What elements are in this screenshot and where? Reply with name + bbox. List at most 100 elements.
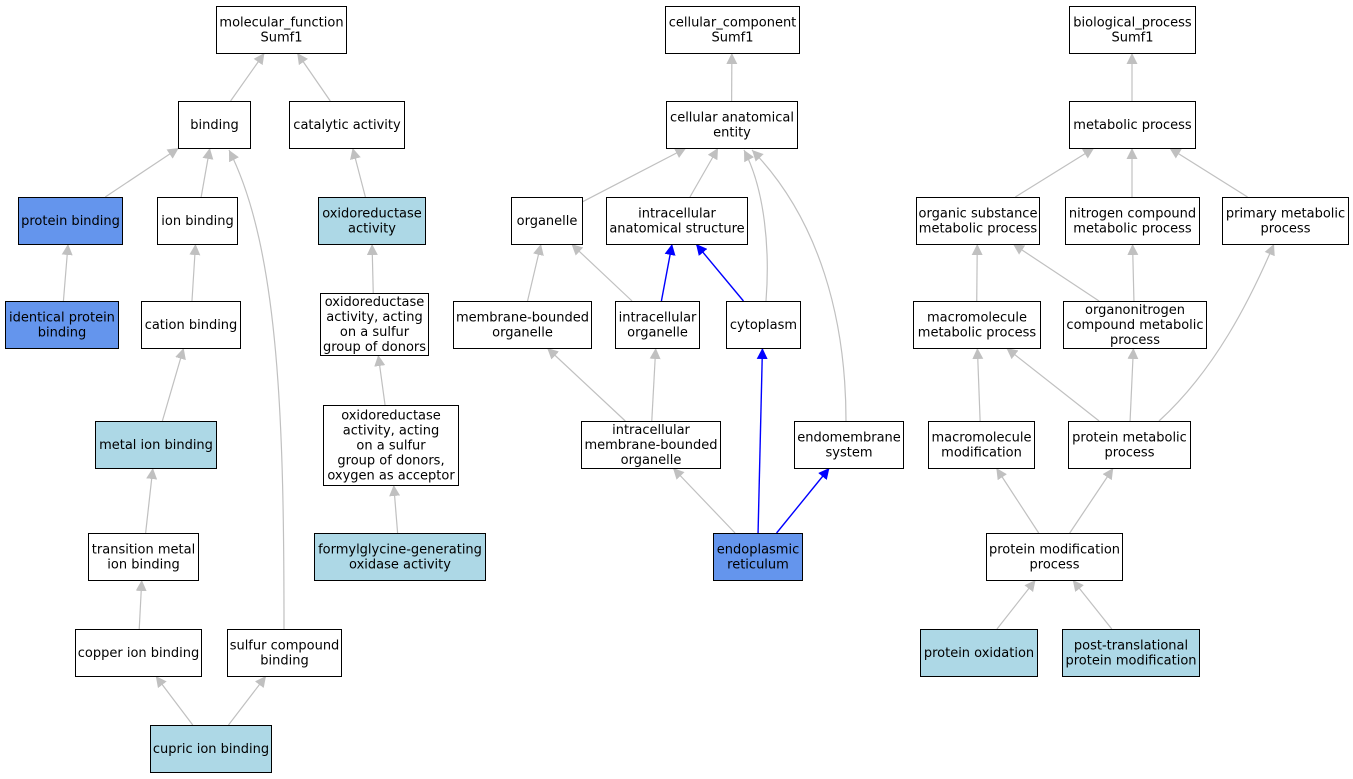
node-label-line: Sumf1 xyxy=(260,31,302,46)
node-label-line: organelle xyxy=(627,326,688,341)
node-label-line: cytoplasm xyxy=(730,318,797,333)
node-label-line: protein metabolic xyxy=(1072,431,1187,446)
node-label-line: molecular_function xyxy=(219,16,343,31)
node-box xyxy=(913,301,1041,349)
node-label-line: identical protein xyxy=(9,311,115,326)
node-label-line: cellular anatomical xyxy=(670,111,794,126)
node-cation-binding[interactable]: cation binding xyxy=(141,301,241,349)
node-box xyxy=(726,301,801,349)
node-box xyxy=(1222,197,1349,245)
node-box xyxy=(1068,421,1191,469)
node-label-line: organelle xyxy=(492,326,553,341)
node-ion-binding[interactable]: ion binding xyxy=(157,197,238,245)
node-label-line: cation binding xyxy=(145,318,238,333)
node-box xyxy=(157,197,238,245)
edge-protein_metabolic-to-oncmp xyxy=(1127,347,1139,422)
edge-pmod-to-mm xyxy=(995,467,1040,534)
node-label-line: activity, acting xyxy=(326,310,423,325)
edge-cupric_ion-to-copper_ion xyxy=(155,675,194,726)
node-label-line: metal ion binding xyxy=(99,438,213,453)
node-label-line: system xyxy=(826,446,873,461)
edge-organelle-to-cae xyxy=(581,147,687,203)
node-box xyxy=(150,725,272,773)
node-label-line: nitrogen compound xyxy=(1069,207,1196,222)
node-label-line: intracellular xyxy=(638,207,716,222)
node-box xyxy=(320,293,429,356)
node-label-line: copper ion binding xyxy=(78,646,199,661)
node-label-line: metabolic process xyxy=(918,326,1037,341)
node-metabolic[interactable]: metabolic process xyxy=(1069,101,1196,149)
node-box xyxy=(511,197,583,245)
node-label-line: process xyxy=(1110,333,1160,348)
edge-er-to-imbo xyxy=(672,467,736,534)
node-box xyxy=(1063,301,1207,349)
node-binding[interactable]: binding xyxy=(178,101,251,149)
node-protein-binding[interactable]: protein binding xyxy=(18,197,123,245)
edge-endomembrane-to-cae xyxy=(751,149,847,422)
node-prot-oxidation[interactable]: protein oxidation xyxy=(920,629,1038,677)
node-label-line: cupric ion binding xyxy=(153,742,269,757)
edges-layer xyxy=(61,52,1275,726)
node-cytoplasm[interactable]: cytoplasm xyxy=(726,301,801,349)
node-catalytic[interactable]: catalytic activity xyxy=(289,101,405,149)
node-label-line: oxidoreductase xyxy=(322,207,422,222)
node-label-line: protein oxidation xyxy=(924,646,1034,661)
node-label-line: oxidase activity xyxy=(349,558,451,573)
node-box xyxy=(713,533,803,581)
node-label-line: endoplasmic xyxy=(717,543,799,558)
node-box xyxy=(323,405,459,486)
node-box xyxy=(18,197,123,245)
edge-protein_binding-to-binding xyxy=(104,147,180,198)
node-label-line: organelle xyxy=(621,453,682,468)
edge-prot_oxidation-to-pmod xyxy=(996,579,1036,630)
edge-pmp-to-metabolic xyxy=(1169,147,1248,198)
node-box xyxy=(1069,101,1196,149)
node-box xyxy=(665,6,800,54)
node-label-line: membrane-bounded xyxy=(456,311,589,326)
node-metal-ion[interactable]: metal ion binding xyxy=(95,421,217,469)
node-box xyxy=(1062,629,1200,677)
node-label-line: formylglycine-generating xyxy=(318,543,482,558)
node-label-line: Sumf1 xyxy=(711,31,753,46)
node-box xyxy=(986,533,1123,581)
node-label-line: organonitrogen xyxy=(1085,303,1185,318)
node-box xyxy=(289,101,405,149)
node-organelle[interactable]: organelle xyxy=(511,197,583,245)
node-copper-ion[interactable]: copper ion binding xyxy=(75,629,202,677)
node-label-line: ion binding xyxy=(107,558,179,573)
node-label-line: activity, acting xyxy=(343,424,440,439)
node-label-line: transition metal xyxy=(92,543,195,558)
edge-cytoplasm-to-cae xyxy=(743,149,768,302)
edge-ptm-to-pmod xyxy=(1072,579,1113,630)
node-cupric-ion[interactable]: cupric ion binding xyxy=(150,725,272,773)
node-label-line: binding xyxy=(190,118,238,133)
node-label-line: reticulum xyxy=(727,558,789,573)
